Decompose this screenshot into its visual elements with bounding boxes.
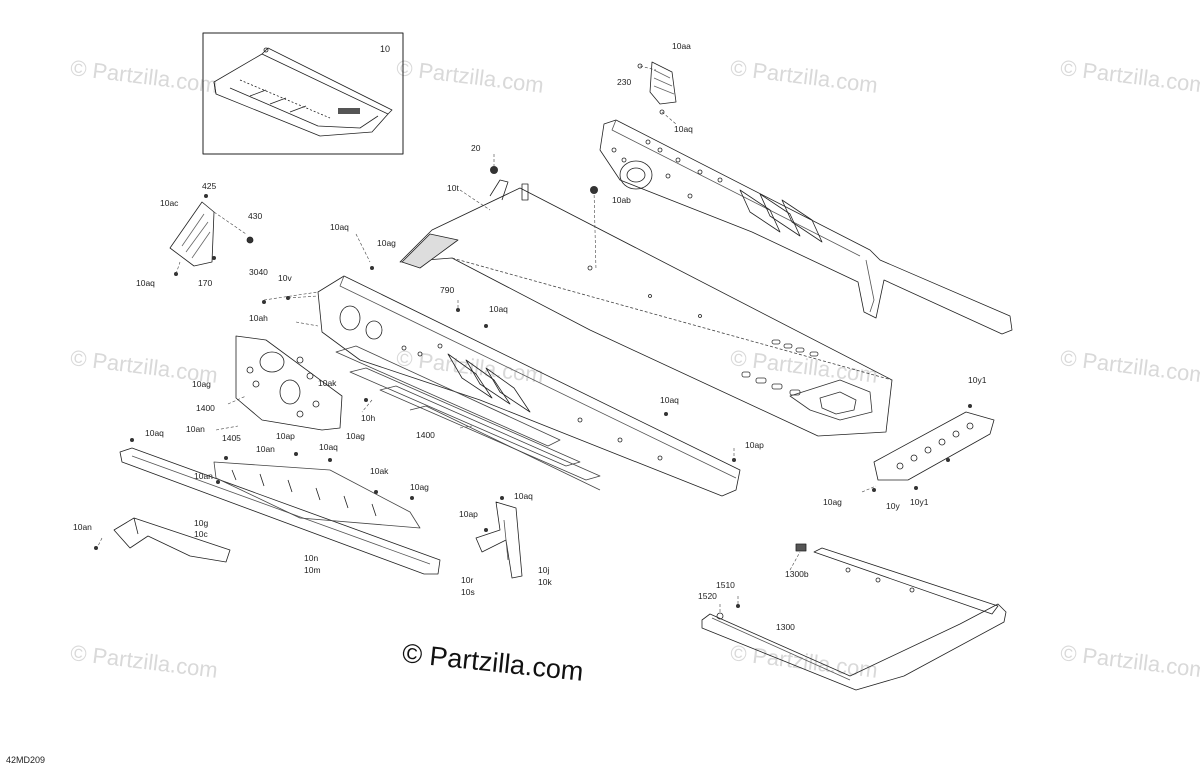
callout-label: 10v <box>278 273 292 283</box>
callout-label: 1405 <box>222 433 241 443</box>
callout-label: 10s <box>461 587 475 597</box>
bumper-1300 <box>701 543 1007 691</box>
callout-label: 10ag <box>377 238 396 248</box>
callout-label: 10aq <box>514 491 533 501</box>
fasteners <box>94 166 972 608</box>
bracket-10aa <box>637 61 677 115</box>
callout-label: 10y1 <box>968 375 987 385</box>
callout-label: 10ak <box>318 378 337 388</box>
callout-label: 10aa <box>672 41 691 51</box>
callout-label: 10y1 <box>910 497 929 507</box>
callout-label: 10t <box>447 183 459 193</box>
callout-label: 10an <box>256 444 275 454</box>
callout-label: 170 <box>198 278 213 288</box>
footrest-10y <box>873 411 995 481</box>
callout-label: 10aq <box>674 124 693 134</box>
callout-label: 10n <box>304 553 319 563</box>
callout-label: 10ah <box>249 313 268 323</box>
inset-frame <box>202 32 404 155</box>
callout-label: 10aq <box>489 304 508 314</box>
inset-tunnel-drawing <box>213 47 393 137</box>
running-board-ribs <box>335 345 601 491</box>
callout-label: 10ag <box>346 431 365 441</box>
callout-label: 10ag <box>410 482 429 492</box>
callout-label: 10an <box>194 471 213 481</box>
callout-label: 10aq <box>319 442 338 452</box>
callout-label: 10ak <box>370 466 389 476</box>
callout-label: 430 <box>248 211 263 221</box>
diagram-code: 42MD209 <box>6 755 46 765</box>
callout-label: 3040 <box>249 267 268 277</box>
callout-label: 20 <box>471 143 481 153</box>
callout-label: 10y <box>886 501 900 511</box>
callout-label: 10ag <box>823 497 842 507</box>
bracket-10ac <box>169 201 254 267</box>
callout-label: 790 <box>440 285 455 295</box>
callout-label: 1300b <box>785 569 809 579</box>
callout-label: 10an <box>73 522 92 532</box>
callout-label: 425 <box>202 181 217 191</box>
foot-rail-10n <box>119 447 441 575</box>
callout-label: 1300 <box>776 622 795 632</box>
callout-label: 10h <box>361 413 376 423</box>
callout-label: 1510 <box>716 580 735 590</box>
brace-10j <box>475 501 523 579</box>
callout-label: 10k <box>538 577 552 587</box>
callout-label: 10ab <box>612 195 631 205</box>
callout-label: 1400 <box>416 430 435 440</box>
tunnel-floor-10t <box>399 179 893 437</box>
callout-label: 10j <box>538 565 550 575</box>
callout-label: 10ap <box>745 440 764 450</box>
callout-label: 10ac <box>160 198 179 208</box>
left-rail-panel <box>317 275 741 497</box>
callout-label: 10ap <box>459 509 478 519</box>
callout-label: 1520 <box>698 591 717 601</box>
right-rail-panel <box>599 119 1013 335</box>
callout-label: 10aq <box>136 278 155 288</box>
callout-label: 10g <box>194 518 209 528</box>
callout-label: 10an <box>186 424 205 434</box>
callout-label: 230 <box>617 77 632 87</box>
bracket-10g <box>113 517 231 563</box>
callout-label: 10aq <box>660 395 679 405</box>
callout-label: 10ap <box>276 431 295 441</box>
rear-plate-10ak <box>235 335 343 431</box>
callout-label: 1400 <box>196 403 215 413</box>
callout-label: 10m <box>304 565 321 575</box>
callout-label: 10c <box>194 529 208 539</box>
callout-label: 10r <box>461 575 474 585</box>
callout-label: 10aq <box>145 428 164 438</box>
leader-lines <box>97 65 877 612</box>
callout-label: 10ag <box>192 379 211 389</box>
inset-label: 10 <box>380 44 391 54</box>
callout-label: 10aq <box>330 222 349 232</box>
